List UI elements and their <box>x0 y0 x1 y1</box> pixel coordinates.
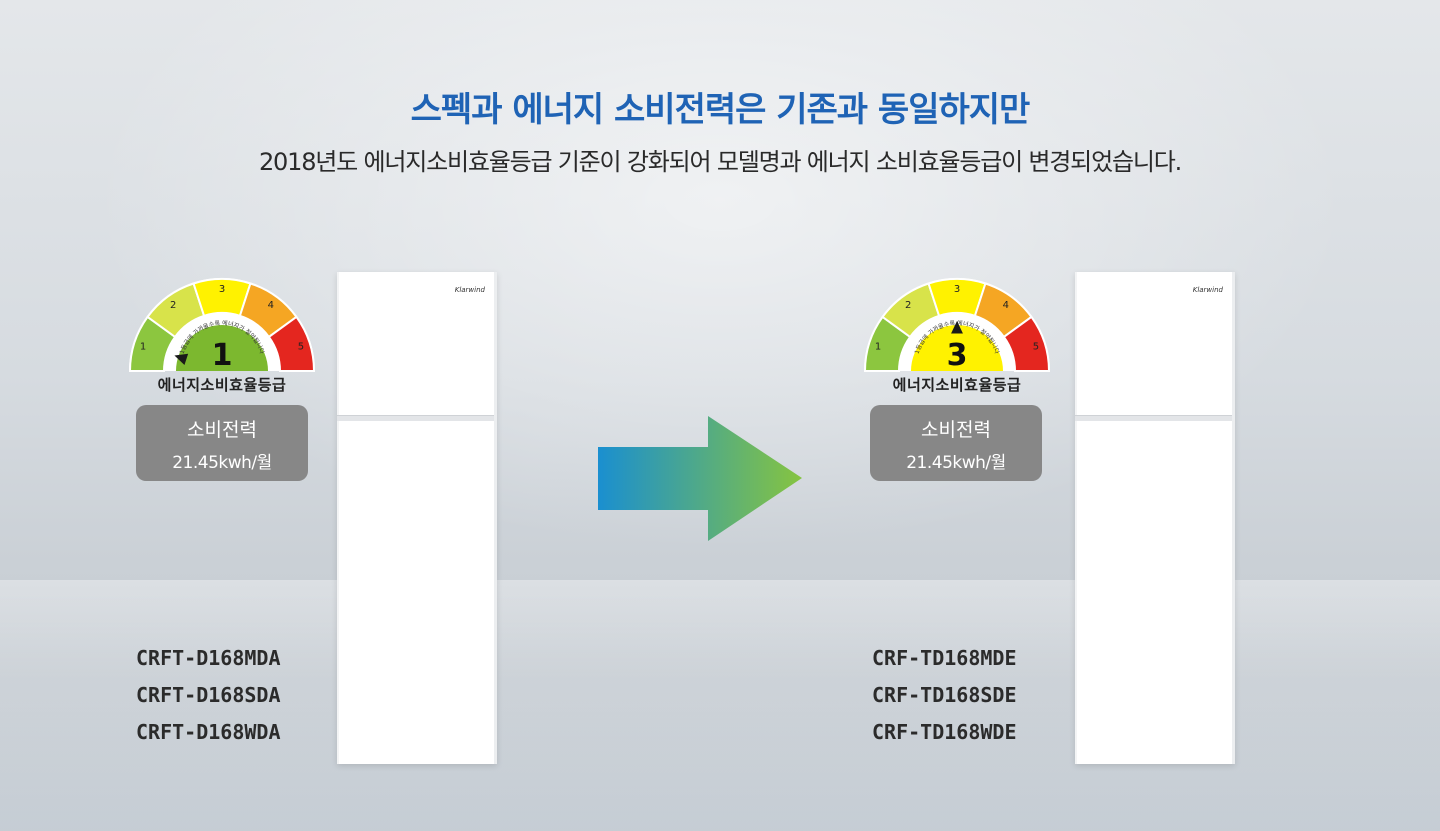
gauge-segment-number: 1 <box>875 341 881 352</box>
fridge-door-divider <box>1075 415 1235 421</box>
model-name: CRF-TD168WDE <box>872 720 1017 744</box>
page-subline: 2018년도 에너지소비효율등급 기준이 강화되어 모델명과 에너지 소비효율등… <box>258 148 1182 176</box>
power-consumption-box-after: 소비전력 21.45kwh/월 <box>870 405 1042 481</box>
gauge-segment-5 <box>1002 315 1051 372</box>
gauge-segment-number: 3 <box>219 284 225 295</box>
fridge-brand-logo: Klarwind <box>454 286 485 294</box>
grade-pointer-icon <box>951 321 963 334</box>
energy-grade-label-after: 에너지소비효율등급 <box>892 376 1022 394</box>
power-title-after: 소비전력 <box>921 419 991 441</box>
grade-number: 3 <box>947 338 968 373</box>
gauge-segment-number: 2 <box>905 300 911 311</box>
model-name: CRFT-D168SDA <box>136 683 281 707</box>
gauge-segment-number: 3 <box>954 284 960 295</box>
gauge-segment-number: 5 <box>298 341 304 352</box>
grade-pointer-icon <box>174 353 189 366</box>
right-arrow-icon <box>598 416 802 541</box>
model-name: CRF-TD168SDE <box>872 683 1017 707</box>
fridge-edge <box>494 272 497 764</box>
power-value-before: 21.45kwh/월 <box>172 453 272 473</box>
fridge-edge <box>1232 272 1235 764</box>
refrigerator-image-before: Klarwind <box>337 272 497 764</box>
page-headline: 스펙과 에너지 소비전력은 기존과 동일하지만 <box>410 90 1031 130</box>
energy-grade-label-before: 에너지소비효율등급 <box>157 376 287 394</box>
power-consumption-box-before: 소비전력 21.45kwh/월 <box>136 405 308 481</box>
fridge-brand-logo: Klarwind <box>1192 286 1223 294</box>
refrigerator-image-after: Klarwind <box>1075 272 1235 764</box>
gauge-segment-number: 4 <box>1003 300 1009 311</box>
power-title-before: 소비전력 <box>187 419 257 441</box>
gauge-center <box>911 325 1003 371</box>
model-name: CRFT-D168WDA <box>136 720 281 744</box>
gauge-center <box>176 325 268 371</box>
model-name: CRFT-D168MDA <box>136 646 281 670</box>
grade-number: 1 <box>212 338 233 373</box>
model-list-before: CRFT-D168MDA CRFT-D168SDA CRFT-D168WDA <box>136 640 356 751</box>
model-name: CRF-TD168MDE <box>872 646 1017 670</box>
fridge-door-divider <box>337 415 497 421</box>
power-value-after: 21.45kwh/월 <box>906 453 1006 473</box>
gauge-segment-number: 4 <box>268 300 274 311</box>
gauge-segment-number: 1 <box>140 341 146 352</box>
model-list-after: CRF-TD168MDE CRF-TD168SDE CRF-TD168WDE <box>872 640 1092 751</box>
gauge-segment-number: 5 <box>1033 341 1039 352</box>
gauge-segment-5 <box>267 315 316 372</box>
gauge-segment-number: 2 <box>170 300 176 311</box>
